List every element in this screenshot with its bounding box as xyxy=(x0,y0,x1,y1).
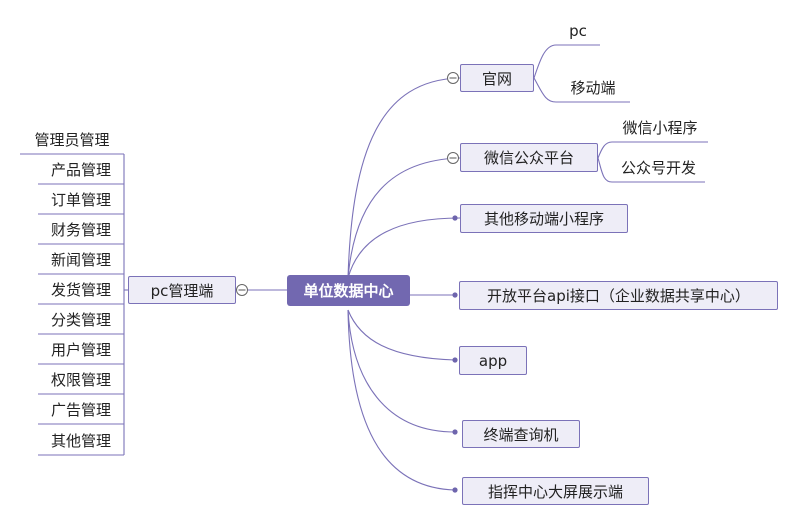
node-other-mini-programs[interactable]: 其他移动端小程序 xyxy=(460,204,628,233)
node-guanwang[interactable]: 官网 xyxy=(460,64,534,92)
left-item[interactable]: 其他管理 xyxy=(50,431,111,450)
root-node[interactable]: 单位数据中心 xyxy=(287,275,410,306)
left-item[interactable]: 用户管理 xyxy=(50,340,111,359)
node-big-screen[interactable]: 指挥中心大屏展示端 xyxy=(462,477,649,505)
node-weixin-platform[interactable]: 微信公众平台 xyxy=(460,143,598,172)
pc-admin-node[interactable]: pc管理端 xyxy=(128,276,236,304)
collapse-toggle-pc-admin[interactable] xyxy=(236,284,248,296)
left-item[interactable]: 分类管理 xyxy=(50,310,111,329)
collapse-toggle-guanwang[interactable] xyxy=(447,72,459,84)
node-mini-program[interactable]: 微信小程序 xyxy=(622,118,698,137)
node-mobile[interactable]: 移动端 xyxy=(570,78,616,97)
node-app[interactable]: app xyxy=(459,346,527,375)
left-item[interactable]: 订单管理 xyxy=(50,190,111,209)
left-item[interactable]: 产品管理 xyxy=(50,160,111,179)
left-item[interactable]: 财务管理 xyxy=(50,220,111,239)
left-item[interactable]: 发货管理 xyxy=(50,280,111,299)
left-item[interactable]: 权限管理 xyxy=(50,370,111,389)
collapse-toggle-weixin[interactable] xyxy=(447,152,459,164)
node-open-api[interactable]: 开放平台api接口（企业数据共享中心） xyxy=(459,281,778,310)
left-item[interactable]: 广告管理 xyxy=(50,400,111,419)
node-pc[interactable]: pc xyxy=(569,22,587,40)
node-official-account[interactable]: 公众号开发 xyxy=(620,158,696,177)
left-item[interactable]: 管理员管理 xyxy=(34,130,110,149)
node-terminal-kiosk[interactable]: 终端查询机 xyxy=(462,420,580,448)
left-item[interactable]: 新闻管理 xyxy=(50,250,111,269)
